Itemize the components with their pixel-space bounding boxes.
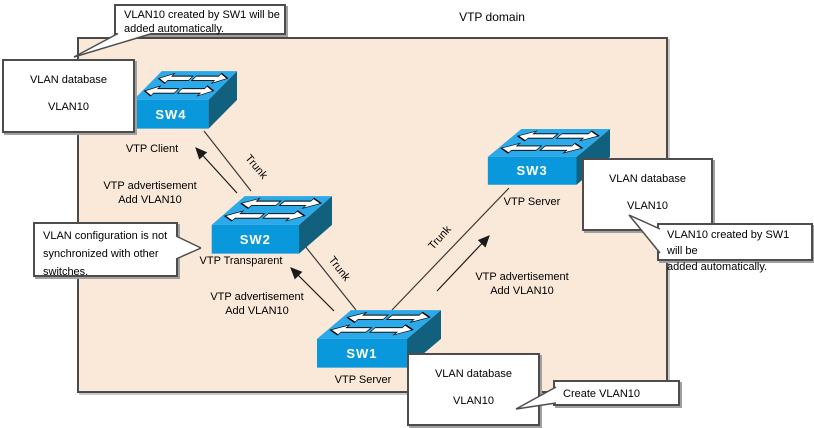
- role-sw3: VTP Server: [503, 196, 561, 208]
- advertisement-line1: VTP advertisement: [103, 180, 197, 192]
- switch-sw1: SW1: [307, 303, 441, 373]
- vlan-database-box-sw3: VLAN database VLAN10: [582, 158, 713, 231]
- vlan-database-title: VLAN database: [29, 74, 108, 86]
- switch-sw2: SW2: [202, 189, 332, 259]
- callout-line2: synchronized with other: [43, 248, 159, 260]
- role-sw2: VTP Transparent: [199, 255, 283, 267]
- advertisement-line2: Add VLAN10: [118, 194, 182, 206]
- callout-line1: Create VLAN10: [563, 388, 641, 400]
- callout-sw4-note: VLAN10 created by SW1 will be added auto…: [114, 4, 286, 35]
- callout-line1: VLAN10 created by SW1 will be: [667, 229, 790, 257]
- advertisement-line2: Add VLAN10: [225, 305, 289, 317]
- vlan-database-entry: VLAN10: [453, 395, 494, 407]
- callout-line2: added automatically.: [667, 261, 768, 273]
- advertisement-line1: VTP advertisement: [210, 291, 304, 303]
- switch-sw3-label: SW3: [516, 163, 548, 179]
- vlan-database-title: VLAN database: [434, 368, 513, 380]
- switch-sw1-label: SW1: [346, 345, 378, 361]
- callout-line1: VLAN10 created by SW1 will be: [124, 9, 280, 21]
- vlan-database-entry: VLAN10: [48, 101, 89, 113]
- role-sw1: VTP Server: [334, 374, 392, 386]
- switch-sw3: SW3: [478, 122, 610, 190]
- vlan-database-box-sw1: VLAN database VLAN10: [407, 353, 540, 426]
- switch-sw4-label: SW4: [155, 106, 187, 122]
- switch-sw4: SW4: [125, 64, 237, 134]
- advertisement-line2: Add VLAN10: [490, 285, 554, 297]
- advertisement-caption-sw1-to-sw2: VTP advertisement Add VLAN10: [192, 290, 322, 318]
- switch-sw2-label: SW2: [239, 231, 271, 247]
- callout-sw2-note: VLAN configuration is not synchronized w…: [33, 222, 178, 278]
- vlan-database-title: VLAN database: [608, 173, 687, 185]
- advertisement-line1: VTP advertisement: [475, 271, 569, 283]
- role-sw4: VTP Client: [125, 143, 179, 155]
- callout-sw1-note: Create VLAN10: [553, 380, 680, 406]
- callout-sw3-note: VLAN10 created by SW1 will be added auto…: [657, 223, 813, 273]
- advertisement-caption-sw2-to-sw4: VTP advertisement Add VLAN10: [85, 179, 215, 207]
- diagram-title: VTP domain: [459, 10, 525, 24]
- vlan-database-box-sw4: VLAN database VLAN10: [2, 59, 135, 133]
- advertisement-caption-sw1-to-sw3: VTP advertisement Add VLAN10: [457, 270, 587, 298]
- callout-line2: added automatically.: [124, 23, 225, 35]
- callout-line1: VLAN configuration is not: [43, 230, 168, 242]
- callout-line3: switches.: [43, 266, 89, 278]
- vlan-database-entry: VLAN10: [627, 200, 668, 212]
